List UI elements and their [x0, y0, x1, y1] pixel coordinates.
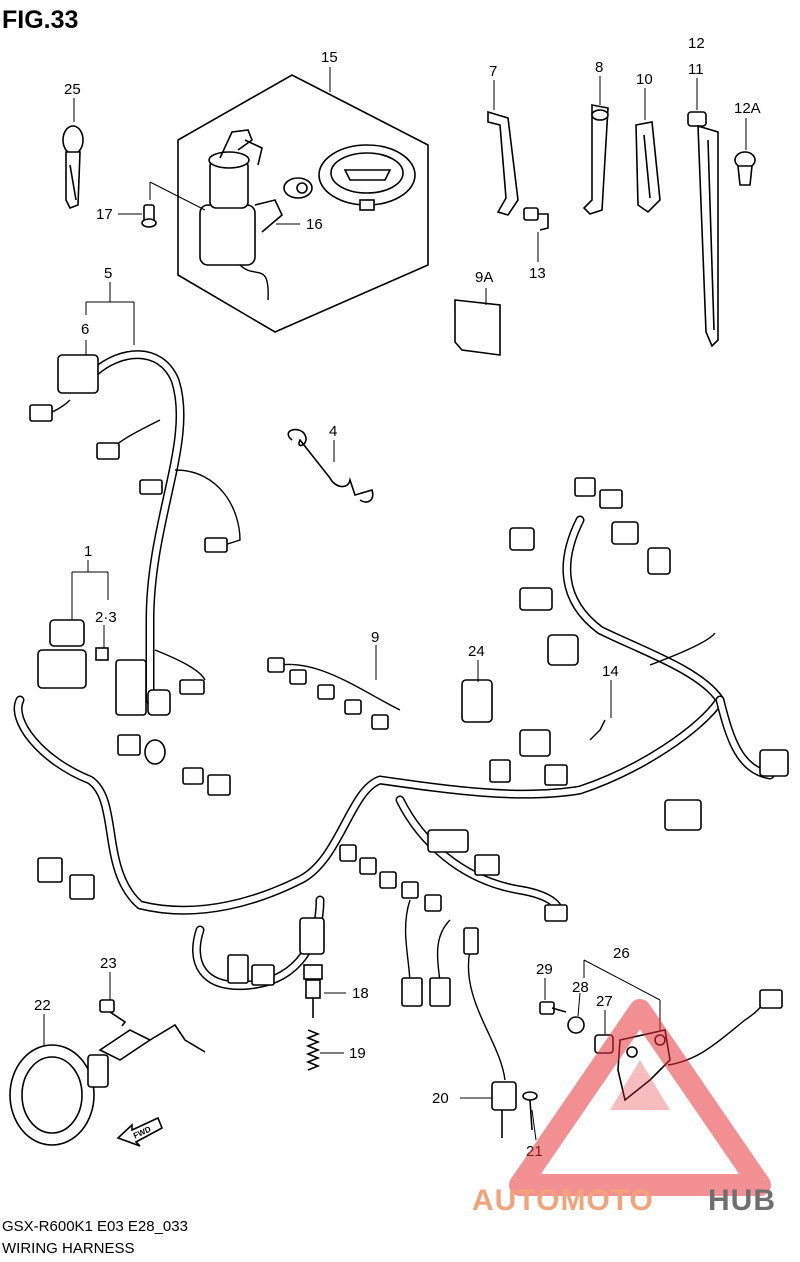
key-part: [62, 125, 84, 210]
callout-19: 19: [349, 1045, 366, 1062]
spring-19: [305, 1029, 321, 1071]
callout-15: 15: [321, 49, 338, 66]
clamp-7: [487, 110, 519, 216]
figure-caption: WIRING HARNESS: [2, 1240, 135, 1257]
spring-4: [287, 428, 374, 503]
callout-18: 18: [352, 985, 369, 1002]
callout-25: 25: [64, 81, 81, 98]
callout-9: 9: [371, 629, 379, 646]
watermark-part1: AUTOMOTO: [472, 1184, 654, 1217]
callout-8: 8: [595, 59, 603, 76]
callout-26: 26: [613, 945, 630, 962]
callout-1: 1: [84, 543, 92, 560]
callout-2-3: 2·3: [95, 609, 117, 626]
callout-12: 12: [688, 35, 705, 52]
callout-17: 17: [96, 206, 113, 223]
watermark-logo: [509, 999, 771, 1196]
main-wiring-harness: [13, 350, 775, 1081]
switch-18: [303, 964, 323, 1018]
clip-12a: [734, 151, 756, 186]
callout-7: 7: [489, 63, 497, 80]
figure-title: FIG.33: [2, 6, 78, 34]
pad-9a: [454, 299, 501, 356]
bolt-17: [141, 204, 157, 228]
callout-labels: 15 25 17 16 7 8 10 12 11 12A 13 9A 5 6 4…: [34, 35, 761, 1160]
callout-9a: 9A: [475, 269, 493, 286]
horn-22: [9, 1023, 206, 1146]
clamp-8: [582, 104, 609, 215]
fwd-arrow: FWD: [116, 1116, 164, 1147]
callout-28: 28: [572, 979, 589, 996]
cable-tie-11: [687, 111, 719, 348]
bolt-23: [99, 999, 127, 1027]
callout-4: 4: [329, 423, 337, 440]
callout-10: 10: [636, 71, 653, 88]
bolt-13: [523, 207, 549, 231]
harness-connectors: [29, 354, 789, 1007]
screw-21: [522, 1091, 538, 1131]
callout-16: 16: [306, 216, 323, 233]
watermark-part2: HUB: [708, 1184, 776, 1217]
relay-24: [461, 679, 493, 723]
callout-22: 22: [34, 997, 51, 1014]
connector-6: [57, 354, 99, 394]
callout-13: 13: [529, 265, 546, 282]
callout-6: 6: [81, 321, 89, 338]
callout-5: 5: [104, 265, 112, 282]
watermark-triangle-icon: [509, 999, 771, 1196]
callout-20: 20: [432, 1090, 449, 1107]
callout-23: 23: [100, 955, 117, 972]
callout-27: 27: [596, 993, 613, 1010]
callout-24: 24: [468, 643, 485, 660]
watermark-text: AUTOMOTO HUB: [472, 1184, 776, 1217]
callout-29: 29: [536, 961, 553, 978]
leader-lines: [43, 67, 747, 1141]
switch-20: [491, 1081, 517, 1138]
model-code: GSX-R600K1 E03 E28_033: [2, 1218, 188, 1235]
callout-12a: 12A: [734, 100, 761, 117]
clamp-10: [635, 121, 661, 214]
callout-11: 11: [688, 61, 704, 78]
ignition-switch-assembly: [177, 74, 429, 333]
callout-14: 14: [602, 663, 619, 680]
